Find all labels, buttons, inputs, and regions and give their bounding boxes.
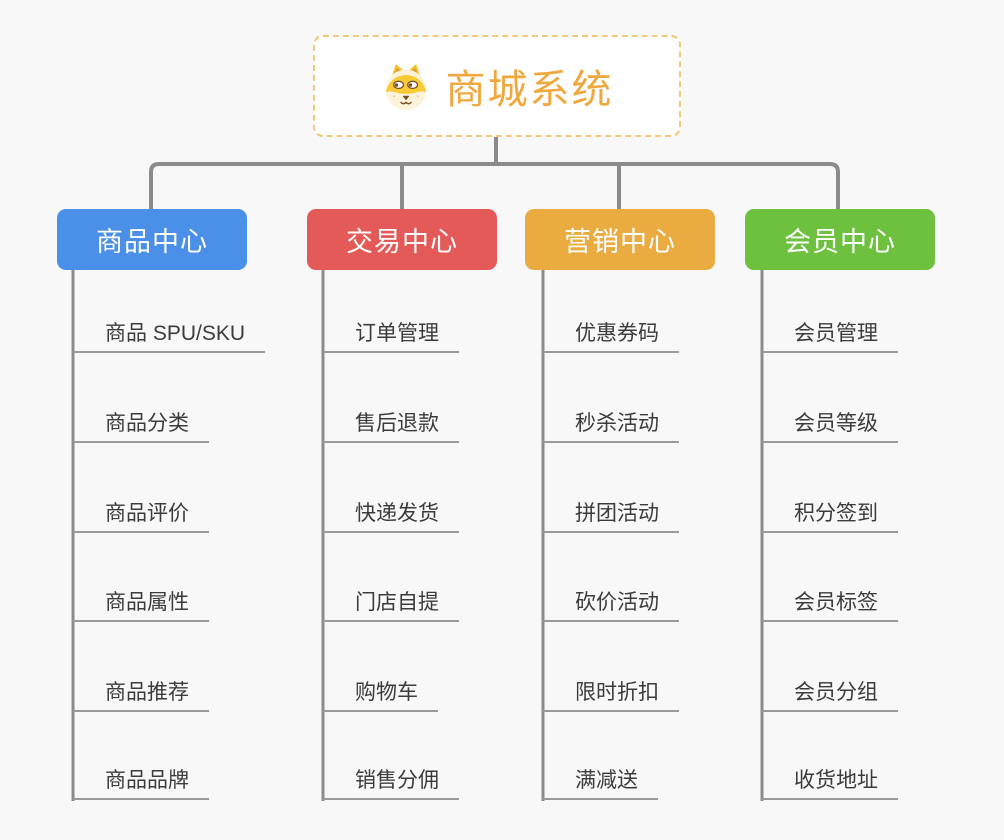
branch-label: 会员中心: [784, 227, 896, 257]
leaf-node[interactable]: 售后退款: [323, 407, 459, 443]
leaf-node[interactable]: 商品推荐: [73, 676, 209, 712]
leaf-node[interactable]: 订单管理: [323, 317, 459, 353]
branch-label: 营销中心: [564, 227, 676, 257]
leaf-node[interactable]: 秒杀活动: [543, 407, 679, 443]
leaf-node[interactable]: 商品品牌: [73, 764, 209, 800]
leaf-node[interactable]: 商品评价: [73, 497, 209, 533]
leaf-node[interactable]: 门店自提: [323, 586, 459, 622]
branch-label: 商品中心: [96, 227, 208, 257]
dog-face-icon: [385, 64, 426, 111]
root-title: 商城系统: [445, 68, 614, 112]
branch-node-products[interactable]: 商品中心: [57, 209, 247, 270]
leaf-node[interactable]: 商品 SPU/SKU: [73, 317, 266, 353]
leaf-node[interactable]: 会员标签: [762, 586, 898, 622]
leaf-node[interactable]: 商品属性: [73, 586, 209, 622]
leaf-node[interactable]: 会员等级: [762, 407, 898, 443]
branch-node-members[interactable]: 会员中心: [745, 209, 935, 270]
leaf-node[interactable]: 快递发货: [323, 497, 459, 533]
leaf-node[interactable]: 商品分类: [73, 407, 209, 443]
branch-node-marketing[interactable]: 营销中心: [525, 209, 715, 270]
leaf-node[interactable]: 砍价活动: [543, 586, 679, 622]
leaf-node[interactable]: 拼团活动: [543, 497, 679, 533]
leaf-node[interactable]: 会员管理: [762, 317, 898, 353]
leaf-node[interactable]: 积分签到: [762, 497, 898, 533]
branch-label: 交易中心: [346, 227, 458, 257]
leaf-node[interactable]: 限时折扣: [543, 676, 679, 712]
leaf-node[interactable]: 销售分佣: [323, 764, 459, 800]
leaf-node[interactable]: 会员分组: [762, 676, 898, 712]
root-node[interactable]: 商城系统: [313, 35, 681, 137]
leaf-node[interactable]: 收货地址: [762, 764, 898, 800]
leaf-node[interactable]: 优惠券码: [543, 317, 679, 353]
leaf-node[interactable]: 满减送: [543, 764, 658, 800]
branch-node-trade[interactable]: 交易中心: [307, 209, 497, 270]
leaf-node[interactable]: 购物车: [323, 676, 438, 712]
